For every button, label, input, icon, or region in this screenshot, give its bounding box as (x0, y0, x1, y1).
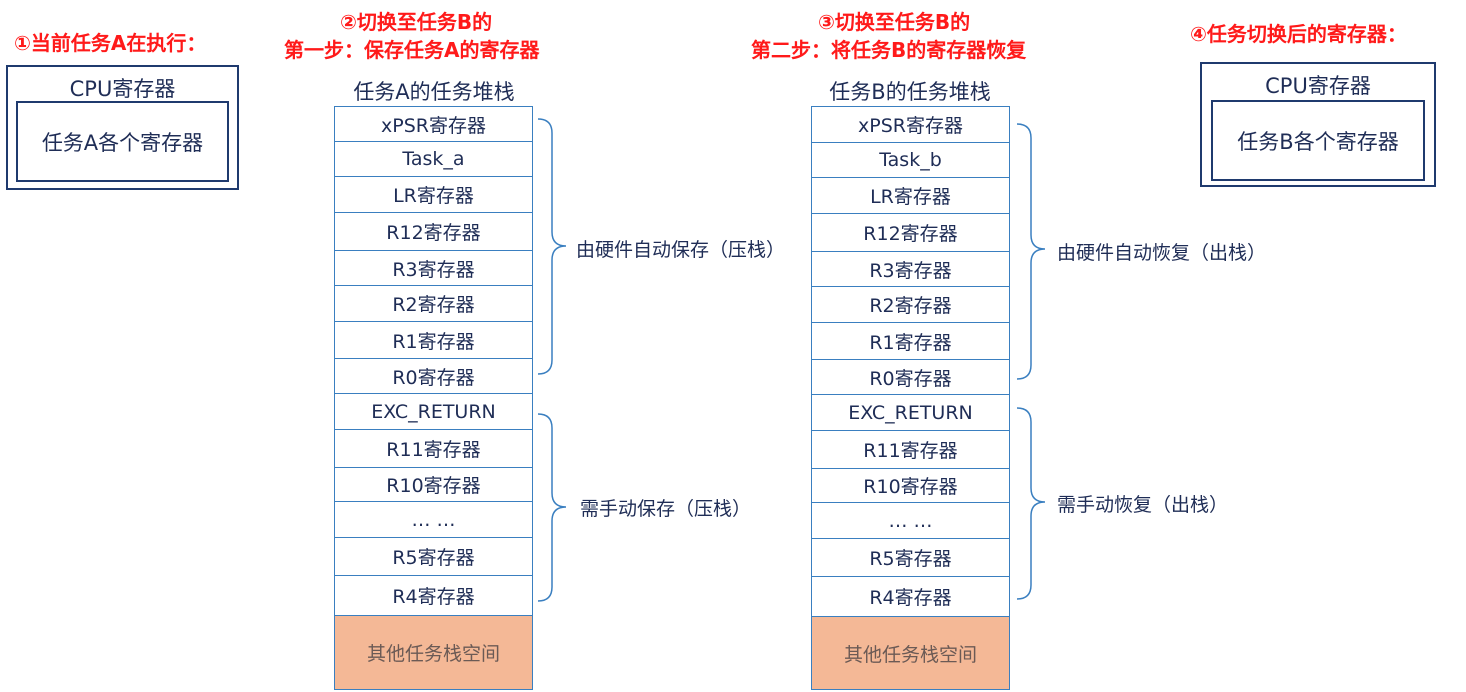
stack-a-cell: R5寄存器 (335, 538, 532, 576)
stack-a-cell: … … (335, 502, 532, 538)
stack-a-cell: LR寄存器 (335, 177, 532, 213)
stack-b-cell: R0寄存器 (812, 360, 1009, 395)
brace-a-hardware (537, 118, 567, 375)
step2-title-line2: 第一步：保存任务A的寄存器 (284, 38, 540, 62)
step3-title-line2: 第二步：将任务B的寄存器恢复 (751, 38, 1027, 62)
stack-a-cell: R10寄存器 (335, 468, 532, 502)
stack-b-cell: EXC_RETURN (812, 395, 1009, 431)
stack-b: xPSR寄存器 Task_b LR寄存器 R12寄存器 R3寄存器 R2寄存器 … (811, 106, 1010, 690)
stack-b-cell: R3寄存器 (812, 252, 1009, 287)
stack-a: xPSR寄存器 Task_a LR寄存器 R12寄存器 R3寄存器 R2寄存器 … (334, 106, 533, 690)
stack-a-cell: R11寄存器 (335, 430, 532, 468)
brace-b-hardware-label: 由硬件自动恢复（出栈） (1057, 242, 1267, 264)
cpu-register-box-b: CPU寄存器 任务B各个寄存器 (1200, 62, 1436, 187)
stack-b-cell: LR寄存器 (812, 178, 1009, 214)
brace-b-software-label: 需手动恢复（出栈） (1057, 494, 1229, 516)
cpu-register-content-a: 任务A各个寄存器 (16, 101, 229, 182)
brace-b-software (1016, 407, 1046, 600)
stack-b-cell: R10寄存器 (812, 469, 1009, 503)
brace-a-software (537, 413, 567, 602)
stack-b-cell: R12寄存器 (812, 214, 1009, 252)
stack-b-cell: R2寄存器 (812, 287, 1009, 323)
brace-a-hardware-label: 由硬件自动保存（压栈） (576, 239, 786, 261)
cpu-register-title-a: CPU寄存器 (69, 77, 176, 101)
stack-b-cell: Task_b (812, 143, 1009, 178)
step4-title: ④任务切换后的寄存器： (1190, 22, 1407, 46)
stack-a-cell: R3寄存器 (335, 251, 532, 286)
stack-b-cell: R4寄存器 (812, 577, 1009, 617)
stack-a-cell: R2寄存器 (335, 286, 532, 322)
stack-a-cell: R1寄存器 (335, 322, 532, 359)
cpu-register-box-a: CPU寄存器 任务A各个寄存器 (6, 65, 239, 190)
stack-b-cell: R11寄存器 (812, 431, 1009, 469)
stack-a-title: 任务A的任务堆栈 (353, 80, 515, 104)
stack-b-cell: R1寄存器 (812, 323, 1009, 360)
cpu-register-content-b: 任务B各个寄存器 (1211, 100, 1425, 181)
stack-a-cell: R4寄存器 (335, 576, 532, 616)
brace-b-hardware (1016, 123, 1046, 380)
step2-title-line1: ②切换至任务B的 (340, 10, 493, 34)
step3-title-line1: ③切换至任务B的 (818, 10, 971, 34)
stack-a-cell: R0寄存器 (335, 359, 532, 394)
stack-a-cell: xPSR寄存器 (335, 107, 532, 142)
stack-b-cell: xPSR寄存器 (812, 107, 1009, 143)
brace-a-software-label: 需手动保存（压栈） (580, 498, 752, 520)
stack-a-cell: R12寄存器 (335, 213, 532, 251)
stack-b-free-space: 其他任务栈空间 (812, 617, 1009, 689)
stack-b-cell: R5寄存器 (812, 539, 1009, 577)
stack-b-cell: … … (812, 503, 1009, 539)
stack-a-free-space: 其他任务栈空间 (335, 616, 532, 689)
stack-a-cell: EXC_RETURN (335, 394, 532, 430)
step1-title: ①当前任务A在执行： (14, 31, 207, 55)
stack-b-title: 任务B的任务堆栈 (829, 80, 991, 104)
stack-a-cell: Task_a (335, 142, 532, 177)
cpu-register-title-b: CPU寄存器 (1265, 74, 1371, 98)
